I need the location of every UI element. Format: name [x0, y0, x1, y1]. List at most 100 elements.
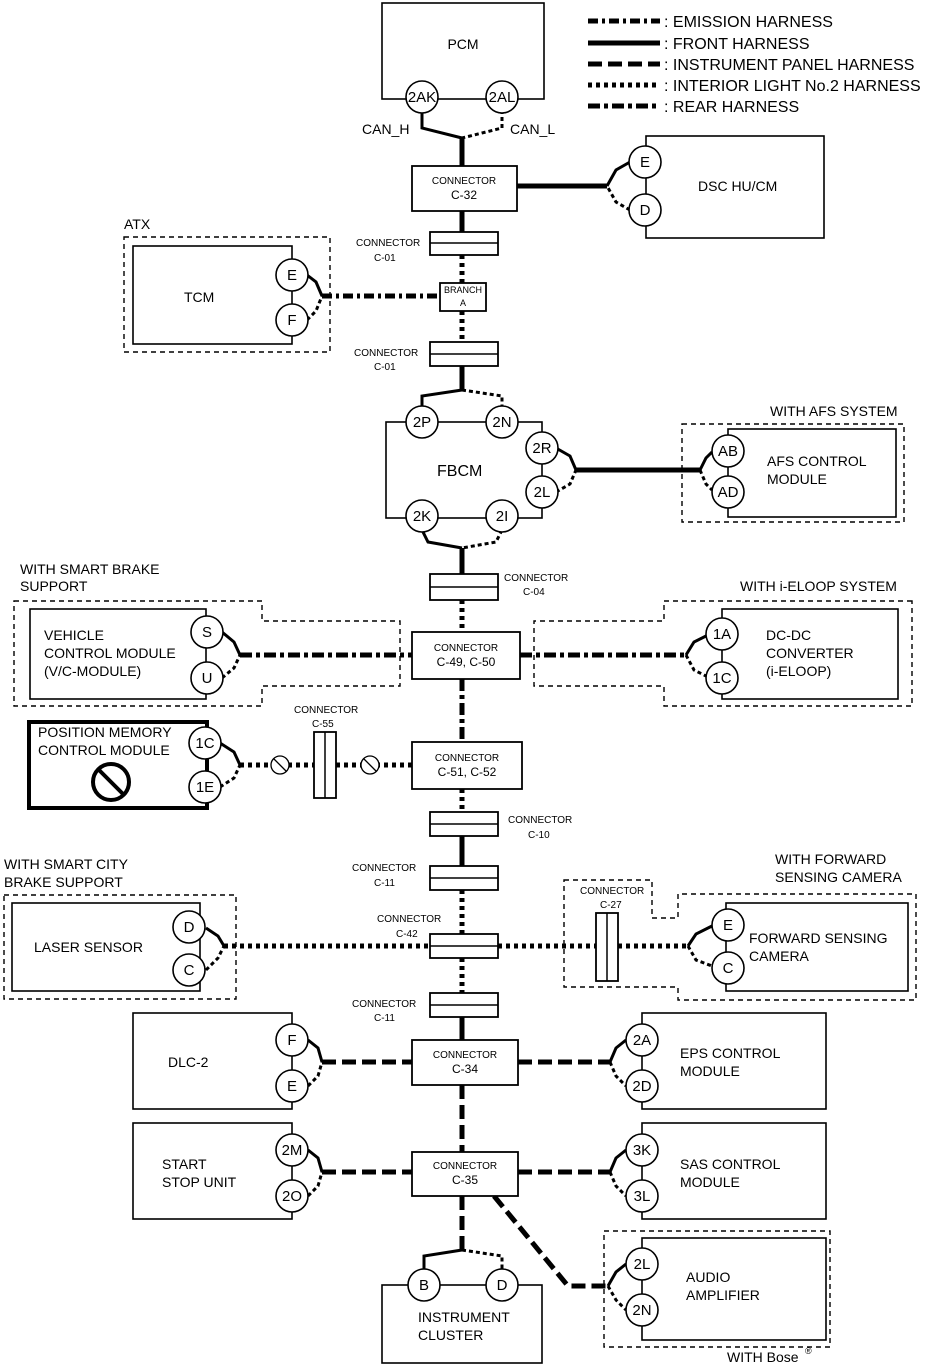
pin-fbcm-2n-label: 2N [492, 414, 511, 431]
prohibited-icon [91, 762, 131, 802]
connector-c51-id: C-51, C-52 [438, 765, 497, 779]
vcm-label-1: VEHICLE [44, 627, 104, 643]
forward-camera-pins: E C [711, 908, 745, 985]
pin-dsc-e-label: E [640, 154, 650, 171]
sas-label-2: MODULE [680, 1174, 740, 1190]
pin-pm-1e [188, 770, 222, 804]
forward-camera-label-2: CAMERA [749, 948, 810, 964]
connector-c35-word: CONNECTOR [433, 1161, 497, 1172]
wire-vcm-h [221, 630, 242, 656]
wire-fbcm-top-h [420, 388, 463, 408]
instrument-cluster-label-1: INSTRUMENT [418, 1309, 510, 1325]
smart-city-group-label-1: WITH SMART CITY [4, 856, 129, 872]
pin-ssu-2o-label: 2O [282, 1188, 302, 1205]
pin-dcdc-1a [705, 617, 739, 651]
connector-c34-id: C-34 [452, 1062, 478, 1076]
branch-a [439, 282, 487, 312]
pin-eps-2d-label: 2D [632, 1078, 651, 1095]
connector-c55-word: CONNECTOR [294, 705, 358, 716]
pin-sas-3l [625, 1179, 659, 1213]
pin-dsc-d [628, 193, 662, 227]
wire-dsc-l [605, 185, 631, 212]
pin-fbcm-2p [405, 405, 439, 439]
pin-vcm-s [190, 615, 224, 649]
connector-c51-c52 [411, 741, 523, 790]
legend-label-emission: : EMISSION HARNESS [664, 14, 833, 31]
ieloop-group-label: WITH i-ELOOP SYSTEM [740, 578, 897, 594]
fbcm-label: FBCM [437, 463, 482, 480]
pin-fbcm-2l [525, 475, 559, 509]
pin-fbcm-2l-label: 2L [534, 484, 551, 501]
connector-c35-id: C-35 [452, 1173, 478, 1187]
pin-tcm-f [275, 303, 309, 337]
pin-pcm-2al [485, 80, 519, 114]
pin-dlc-f-label: F [287, 1032, 296, 1049]
pin-ic-b [407, 1268, 441, 1302]
pin-vcm-u-label: U [202, 670, 213, 687]
wire-dcdc-h [684, 634, 707, 656]
wire-tcm-l [305, 295, 324, 322]
pin-eps-2a [625, 1023, 659, 1057]
eps-pins: 2A 2D [625, 1023, 659, 1103]
connector-c55 [313, 731, 337, 799]
pcm-label: PCM [447, 36, 478, 52]
wire-afs-l [698, 469, 714, 492]
connector-c01-lower-id: C-01 [374, 362, 396, 373]
pin-fbcm-2p-label: 2P [413, 414, 431, 431]
pin-fsc-e [711, 908, 745, 942]
pin-fbcm-2k-label: 2K [413, 508, 431, 525]
pin-ssu-2o [275, 1179, 309, 1213]
tcm-box [132, 245, 293, 345]
start-stop-pins: 2M 2O [275, 1133, 309, 1213]
pin-vcm-u [190, 661, 224, 695]
pin-ic-d [485, 1268, 519, 1302]
pin-audio-2n [625, 1293, 659, 1327]
dcdc-box [721, 608, 899, 700]
wire-sas-l [608, 1171, 628, 1198]
wire-afs-h [698, 450, 714, 471]
wire-fbcm-bot-l [461, 529, 504, 550]
start-stop-label-2: STOP UNIT [162, 1174, 237, 1190]
connector-c04-id: C-04 [523, 587, 545, 598]
wire-ic-h [422, 1248, 463, 1272]
pin-laser-c-label: C [184, 962, 195, 979]
wire-dlc-h [307, 1038, 324, 1063]
eps-box [641, 1012, 827, 1110]
afs-group-outline [681, 423, 905, 523]
pin-dcdc-1c-label: 1C [712, 670, 731, 687]
vcm-box [29, 608, 207, 700]
audio-box [641, 1237, 827, 1341]
connector-c51-word: CONNECTOR [435, 753, 499, 764]
pcm-pins: 2AK 2AL [405, 80, 519, 114]
wire-dlc-l [306, 1061, 324, 1088]
pin-laser-c [172, 953, 206, 987]
connector-c35 [411, 1151, 519, 1197]
wire-sas-h [608, 1148, 627, 1173]
pin-ic-d-label: D [497, 1277, 508, 1294]
smart-brake-group-label-1: WITH SMART BRAKE [20, 561, 160, 577]
pin-afs-ad [711, 475, 745, 509]
eps-label-2: MODULE [680, 1063, 740, 1079]
dcdc-label-2: CONVERTER [766, 645, 854, 661]
legend-label-rear: : REAR HARNESS [664, 99, 799, 116]
position-memory-pins: 1C 1E [188, 726, 222, 804]
bose-group-outline [603, 1230, 831, 1348]
connector-c01-lower-word: CONNECTOR [354, 348, 418, 359]
afs-pins: AB AD [711, 434, 745, 509]
start-stop-label-1: START [162, 1156, 207, 1172]
connector-c34 [411, 1039, 519, 1086]
laser-box [11, 902, 201, 992]
legend-label-interior: : INTERIOR LIGHT No.2 HARNESS [664, 78, 921, 95]
pin-audio-2n-label: 2N [632, 1302, 651, 1319]
pcm-box [381, 2, 545, 100]
pin-eps-2a-label: 2A [633, 1032, 651, 1049]
forward-camera-label-1: FORWARD SENSING [749, 930, 887, 946]
can-h-label: CAN_H [362, 121, 409, 137]
pin-pm-1c [188, 726, 222, 760]
pin-fbcm-2r [525, 431, 559, 465]
connector-c11-upper-id: C-11 [374, 878, 395, 889]
wire-eps-h [608, 1038, 627, 1063]
connector-c34-word: CONNECTOR [433, 1050, 497, 1061]
pin-dlc-f [275, 1023, 309, 1057]
connector-c32-word: CONNECTOR [432, 176, 496, 187]
